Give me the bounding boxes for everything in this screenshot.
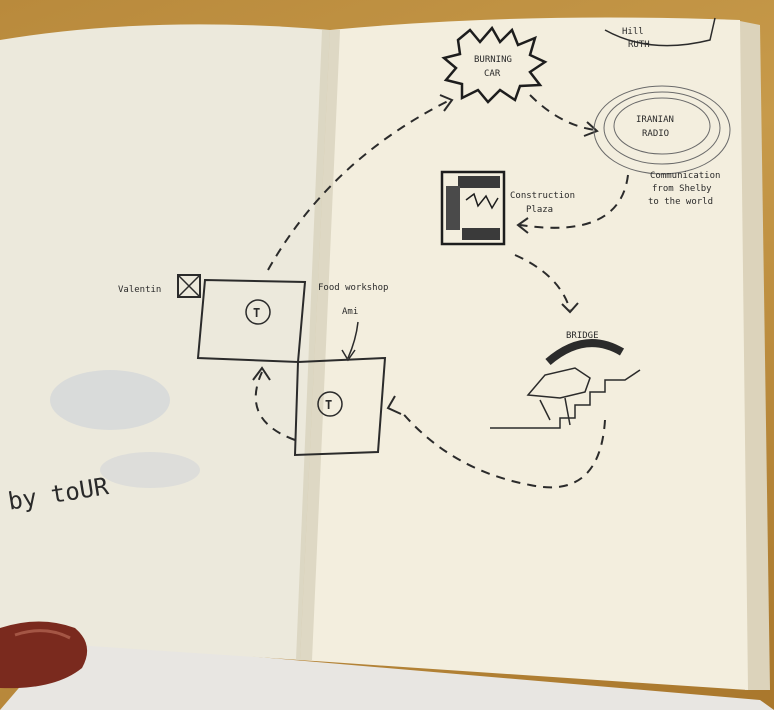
corner-note-label: RUTH — [628, 40, 650, 50]
thumbnail-highlight — [14, 629, 71, 640]
tour-stop-1-circle — [245, 299, 271, 325]
valentin-label: Valentin — [118, 285, 161, 295]
valentin-box-cross — [177, 274, 201, 298]
book-cover-edge — [0, 640, 774, 710]
construction-plaza-hatch — [458, 176, 500, 188]
bridge-arch — [545, 339, 625, 366]
workshop-person-label: Ami — [342, 307, 358, 317]
radio-note: from Shelby — [652, 184, 712, 194]
construction-plaza-label: Construction — [510, 191, 575, 201]
bridge-car-sketch — [526, 367, 591, 426]
construction-plaza-scribble — [465, 192, 499, 210]
dashed-route — [254, 94, 629, 489]
iranian-radio-waves — [593, 85, 731, 175]
valentin-box — [177, 274, 201, 298]
iranian-radio-label: IRANIAN — [636, 115, 674, 125]
workshop-label: Food workshop — [318, 283, 388, 293]
route-arrowheads — [252, 94, 599, 415]
burning-car-label: CAR — [484, 69, 501, 79]
left-page — [0, 24, 330, 660]
burning-car-label: BURNING — [474, 55, 512, 65]
bridge-stairs — [490, 369, 641, 429]
tour-stop-1-marker: T — [253, 306, 260, 320]
burning-car-burst — [441, 25, 548, 104]
iranian-radio-label: RADIO — [642, 129, 669, 139]
construction-plaza-hatch — [462, 228, 500, 240]
bleed-through-mark — [100, 452, 200, 488]
construction-plaza-hatch — [446, 186, 460, 230]
corner-note-label: Hill — [622, 27, 644, 37]
right-page — [300, 17, 748, 691]
corner-note-outline — [604, 17, 716, 47]
tour-stop-2-circle — [317, 391, 343, 417]
tour-stop-2-marker: T — [325, 398, 332, 412]
bleed-through-mark — [50, 370, 170, 430]
radio-note: to the world — [648, 197, 713, 207]
bridge-label: BRIDGE — [566, 331, 599, 341]
radio-note: Communication — [650, 171, 720, 181]
thumb — [0, 621, 88, 689]
building-2 — [293, 356, 387, 457]
construction-plaza-label: Plaza — [526, 205, 553, 215]
workshop-pointer-arrow — [341, 321, 359, 362]
